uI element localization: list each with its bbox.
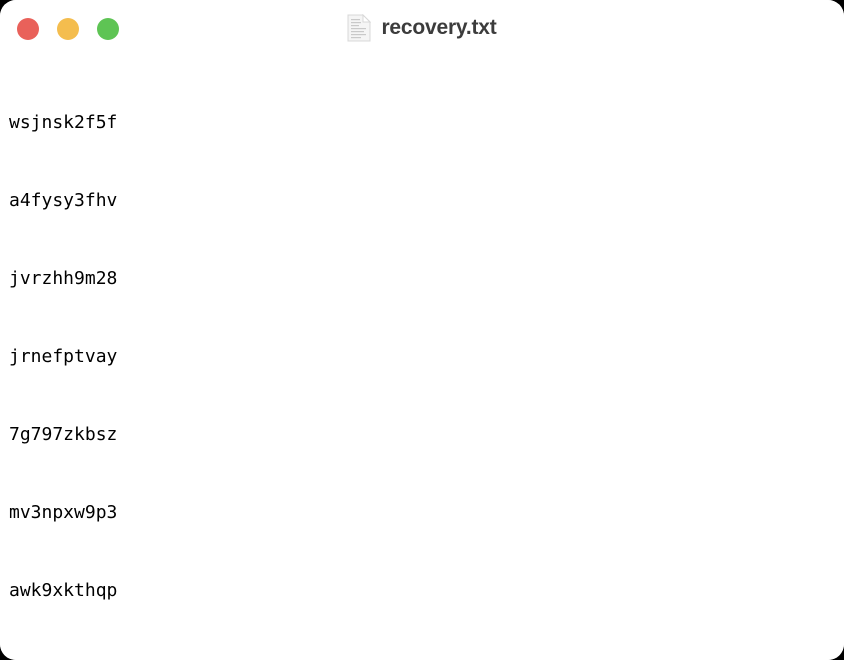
window-controls	[17, 18, 119, 40]
text-line[interactable]: wxtnj7nfx6	[9, 656, 844, 660]
text-line[interactable]: wsjnsk2f5f	[9, 112, 118, 133]
text-line[interactable]: jvrzhh9m28	[9, 268, 118, 289]
text-line[interactable]: jrnefptvay	[9, 346, 118, 367]
window-title-group: recovery.txt	[0, 0, 844, 56]
text-editor-area[interactable]: wsjnsk2f5f a4fysy3fhv jvrzhh9m28 jrnefpt…	[0, 56, 844, 660]
window-title: recovery.txt	[381, 16, 497, 39]
text-line[interactable]: 7g797zkbsz	[9, 424, 118, 445]
text-content[interactable]: wsjnsk2f5f a4fysy3fhv jvrzhh9m28 jrnefpt…	[9, 58, 844, 660]
text-line[interactable]: awk9xkthqp	[9, 580, 118, 601]
minimize-button[interactable]	[57, 18, 79, 40]
document-icon	[347, 14, 372, 42]
text-line[interactable]: mv3npxw9p3	[9, 502, 118, 523]
close-button[interactable]	[17, 18, 39, 40]
window-titlebar[interactable]: recovery.txt	[0, 0, 844, 56]
maximize-button[interactable]	[97, 18, 119, 40]
text-line[interactable]: a4fysy3fhv	[9, 190, 118, 211]
